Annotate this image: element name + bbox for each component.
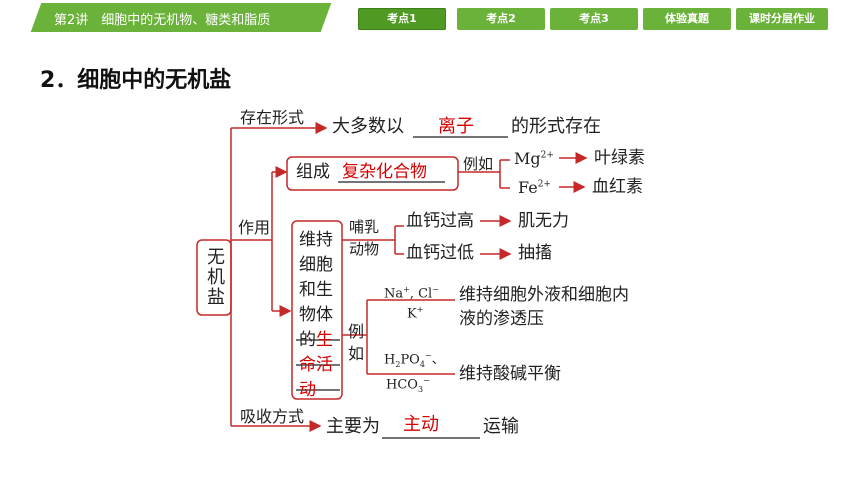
branch-absorption: 吸收方式 bbox=[240, 407, 305, 426]
ion-h2po4: H2PO4−、 bbox=[384, 351, 445, 369]
tab-kaodian3[interactable]: 考点3 bbox=[550, 8, 638, 30]
root-label: 无机盐 bbox=[204, 247, 225, 307]
absorption-answer: 主动 bbox=[403, 414, 439, 435]
top-navigation-bar: 第2讲 细胞中的无机物、糖类和脂质 考点1 考点2 考点3 体验真题 课时分层作… bbox=[0, 0, 860, 36]
tab-past-exams[interactable]: 体验真题 bbox=[643, 8, 731, 30]
composition-answer: 复杂化合物 bbox=[342, 162, 427, 182]
absorption-prefix: 主要为 bbox=[326, 416, 380, 437]
fe-result: 血红素 bbox=[592, 177, 643, 197]
ion-hco3: HCO3− bbox=[386, 376, 430, 394]
calcium-low: 血钙过低 bbox=[406, 243, 474, 263]
calcium-high-result: 肌无力 bbox=[518, 211, 569, 231]
osmotic-text: 维持细胞外液和细胞内 液的渗透压 bbox=[459, 285, 629, 329]
lesson-title: 第2讲 细胞中的无机物、糖类和脂质 bbox=[54, 13, 271, 28]
branch-function: 作用 bbox=[238, 218, 271, 237]
tab-homework[interactable]: 课时分层作业 bbox=[736, 8, 828, 30]
fe-ion: Fe2+ bbox=[518, 178, 551, 197]
mammal-label: 哺乳 动物 bbox=[349, 218, 380, 258]
section-title: 2．细胞中的无机盐 bbox=[40, 68, 232, 93]
composition-box bbox=[286, 156, 459, 191]
branch-existence: 存在形式 bbox=[240, 108, 305, 127]
ion-na-cl: Na+, Cl− bbox=[384, 285, 439, 302]
maintain-text: 维持 细胞 和生 物体 的生 命活 动 bbox=[299, 230, 333, 400]
composition-prefix: 组成 bbox=[296, 162, 330, 182]
mg-result: 叶绿素 bbox=[594, 148, 645, 168]
example-label: 例 如 bbox=[348, 322, 365, 363]
acid-base-text: 维持酸碱平衡 bbox=[459, 364, 561, 384]
tab-kaodian2[interactable]: 考点2 bbox=[457, 8, 545, 30]
tab-kaodian1[interactable]: 考点1 bbox=[358, 8, 446, 30]
existence-prefix: 大多数以 bbox=[332, 116, 404, 137]
composition-example: 例如 bbox=[463, 155, 494, 173]
calcium-high: 血钙过高 bbox=[406, 211, 474, 231]
existence-answer: 离子 bbox=[438, 116, 474, 137]
calcium-low-result: 抽搐 bbox=[518, 243, 552, 263]
maintain-box bbox=[291, 220, 343, 400]
existence-suffix: 的形式存在 bbox=[511, 116, 601, 137]
ion-k: K+ bbox=[407, 305, 424, 322]
mg-ion: Mg2+ bbox=[514, 149, 554, 168]
absorption-suffix: 运输 bbox=[483, 416, 519, 437]
